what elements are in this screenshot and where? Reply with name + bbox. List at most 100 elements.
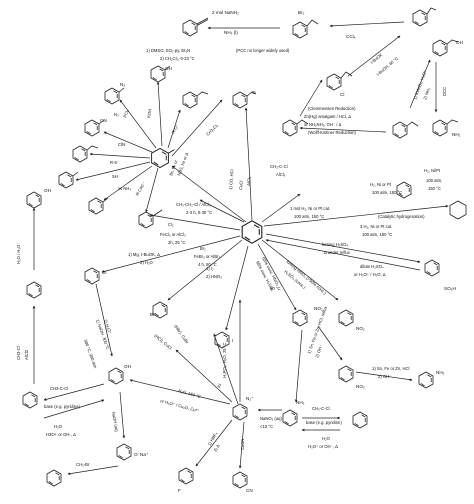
label-oh-sub: OH [165, 66, 172, 71]
label-alcl3: AlCl₃ [276, 172, 286, 177]
label-cho: O [252, 90, 256, 95]
dinitrobenzene [338, 309, 354, 327]
label-h3o2: 2) H₃O⁺ [103, 319, 113, 335]
label-cl2: Cl₂ [168, 222, 174, 227]
label-ch3cocl: CH₃-C-Cl [270, 164, 288, 169]
label-h2oh: H₂O / H₂O⁺ [16, 242, 21, 264]
label-febr3: FeBr₃ or AlBr₃ [194, 254, 221, 259]
toluene-hub [151, 147, 175, 169]
label-ccl4: CCl₄ [346, 34, 356, 39]
label-sh: SH⁻ [112, 174, 120, 179]
label-cat: (Catalytic hydrogenation) [378, 214, 425, 219]
label-iodo: I [232, 338, 233, 343]
benzaldehyde [232, 91, 257, 109]
chlorobenzene [84, 267, 100, 285]
benzylamine [88, 197, 109, 215]
label-h2o160: H₂O, 160 °C [178, 388, 202, 399]
p-cresol [26, 191, 42, 209]
label-toluidine-nh2: NH₂ [436, 370, 445, 375]
label-sn2: 1) Sn, Fe or Zn, HCl [372, 366, 410, 371]
phenylacetylene-top [182, 17, 209, 37]
label-nitr3: 50 °C [270, 286, 281, 291]
benzyl-cyanide [84, 119, 105, 137]
label-dilute: dilute H₂SO₄ [360, 264, 384, 269]
label-h3ob: H₃O⁺ or OH⁻, Δ [308, 444, 338, 449]
label-chloro: Cl [102, 270, 106, 275]
label-zn: Zn(Hg) amalgam / HCl, Δ [304, 114, 351, 119]
label-alcl3c: AlCl3 [24, 349, 29, 360]
label-nh3: NH₃ (l) [224, 30, 238, 35]
benzyl-thioether [72, 145, 99, 163]
label-n3: N₃ [120, 82, 125, 87]
central-benzene [241, 220, 263, 244]
label-rs: R-S⁻ [110, 160, 119, 165]
label-aniline-nh2: NH₂ [296, 400, 305, 405]
label-co-hcl: 1) CO, HCl [228, 169, 234, 190]
label-ch3cl: CH3-C-Cl [50, 386, 68, 391]
label-cl-sub: Cl [340, 92, 344, 97]
benzamide [432, 119, 459, 137]
phenoxide [116, 443, 132, 461]
acetophenone [392, 121, 419, 139]
benzyl-alkyne [138, 209, 163, 229]
molecules [22, 7, 467, 489]
label-h3oc: H3O+ or OH-, Δ [46, 432, 76, 437]
m-toluidine [418, 371, 434, 389]
label-cn: CN [100, 118, 107, 123]
label-dcc: DCC [442, 87, 447, 96]
label-100c2: 100 atm, 150 °C [294, 214, 324, 219]
label-nbs2: Br₂ hν or [168, 159, 178, 177]
label-base: base (e.g. pyridine) [306, 420, 342, 425]
label-cn2: CN [246, 488, 253, 493]
label-nh3: xs NH₃ [118, 186, 131, 191]
phenol [108, 367, 124, 385]
label-ro: R-O⁻ [171, 123, 180, 134]
label-ch2cl2: 2) CH₂Cl₂, 0-23 °C [160, 56, 195, 61]
dibromide [292, 19, 319, 39]
label-10: <10 °C [260, 424, 273, 429]
label-ch3ch2cl: CH₃-CH₂-Cl / AlCl₃ [176, 202, 211, 207]
hydroxy-acetophenone [26, 281, 42, 299]
label-h2o: 2) H₂O [140, 260, 154, 265]
label-br2b: Br₂ [200, 246, 206, 251]
label-nanh2: 2 mol NaNH₂ [212, 10, 239, 15]
benzyl-alcohol [150, 65, 171, 83]
label-cooh: OH [456, 40, 463, 45]
anisole [46, 469, 62, 487]
label-clemmensen: (Clemmensen Reduction) [308, 106, 356, 111]
label-wolff: (Wolff-Kishner Reduction) [308, 130, 356, 135]
label-hno3: 2) HNO₃ [206, 274, 222, 279]
acetanilide [352, 411, 368, 429]
label-h2ni: H₂, Ni or Pt [370, 182, 392, 187]
label-base2: base (e.g. pyridine) [44, 404, 80, 409]
label-nbs: NBS, hν or Δ [176, 152, 189, 177]
label-fecl3: FeCl₃ or AlCl₃ [160, 232, 186, 237]
label-heat: 2) Δ [213, 443, 221, 452]
label-hbf4: 1) HBF₄ [207, 431, 219, 447]
label-cucl: CuCl [238, 180, 244, 190]
label-f: F [178, 488, 181, 493]
labels: 2 mol NaNH₂ NH₃ (l) Br₂ CCl₄ 1) DMSO, SO… [16, 10, 463, 493]
m-nitro-compound [338, 365, 354, 383]
phenyl-acetate [22, 391, 38, 409]
label-i2: 1) I₂ [206, 266, 214, 271]
label-cucn: CuCN [240, 439, 245, 450]
label-h3po2: H₃PO₂, H₂O, 25 °C [222, 343, 227, 379]
label-h2ob: H₂O [322, 436, 331, 441]
label-h2nipt: H₂, Ni/Pt [424, 168, 441, 173]
label-tbuok: t-BuOK [369, 52, 383, 65]
styrene [412, 7, 437, 27]
label-clcn: ClN⁻ [118, 142, 127, 147]
label-br2: Br₂ [298, 10, 305, 15]
label-pcc: (PCC no longer widely used) [236, 48, 290, 53]
benzyl-thiol [58, 171, 79, 189]
nitrobenzene [292, 309, 308, 327]
label-cubr: (HBr), CuBr [173, 324, 190, 345]
diazonium [232, 403, 248, 421]
label-no2c: NO₂ [356, 384, 365, 389]
label-oh-top: OH [44, 188, 51, 193]
label-ch3co: CH₃-C-Cl [312, 406, 330, 411]
label-rcc: R-C≡C⁻ [135, 181, 147, 197]
benzyl-ether [182, 91, 209, 109]
label-100b: 100 atm, [426, 178, 442, 183]
